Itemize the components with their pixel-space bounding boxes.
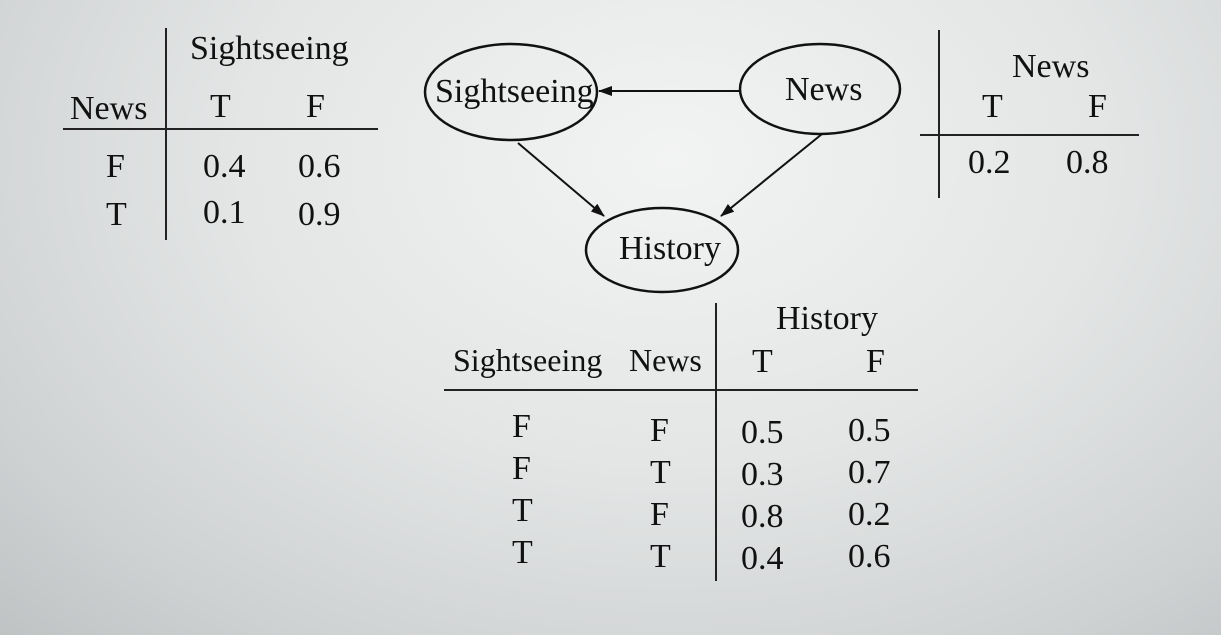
sightseeing-cpt-col-t: T <box>210 88 231 125</box>
history-cpt-col-f: F <box>866 343 885 380</box>
node-sightseeing <box>423 42 599 142</box>
sightseeing-cpt-vrule <box>165 28 167 240</box>
sightseeing-cpt-row-header: News <box>70 90 148 127</box>
history-cpt-row4-f: 0.6 <box>848 538 891 575</box>
history-cpt-hrule <box>444 389 918 391</box>
node-label-sightseeing: Sightseeing <box>435 73 594 110</box>
news-cpt-value-f: 0.8 <box>1066 144 1109 181</box>
news-cpt-value-t: 0.2 <box>968 144 1011 181</box>
news-cpt-hrule <box>920 134 1139 136</box>
edge-sightseeing-history <box>517 142 605 217</box>
history-cpt-header: History <box>776 300 878 337</box>
sightseeing-cpt-row2-news: T <box>106 196 127 233</box>
history-cpt-row3-f: 0.2 <box>848 496 891 533</box>
history-cpt-row1-news: F <box>650 412 669 449</box>
news-cpt-col-t: T <box>982 88 1003 125</box>
sightseeing-cpt-row1-news: F <box>106 148 125 185</box>
node-history <box>584 206 740 294</box>
node-news <box>738 42 902 136</box>
history-cpt-row1-t: 0.5 <box>741 414 784 451</box>
history-cpt-vrule <box>715 303 717 581</box>
history-cpt-row3-t: 0.8 <box>741 498 784 535</box>
sightseeing-cpt-row2-f: 0.9 <box>298 196 341 233</box>
history-cpt-row2-news: T <box>650 454 671 491</box>
history-cpt-row4-news: T <box>650 538 671 575</box>
history-cpt-row2-t: 0.3 <box>741 456 784 493</box>
sightseeing-cpt-header: Sightseeing <box>190 30 349 67</box>
history-cpt-row4-sightseeing: T <box>512 534 533 571</box>
sightseeing-cpt-col-f: F <box>306 88 325 125</box>
history-cpt-row4-t: 0.4 <box>741 540 784 577</box>
history-cpt-row-header-sightseeing: Sightseeing <box>453 342 603 378</box>
history-cpt-row-header-news: News <box>629 342 702 378</box>
news-cpt-header: News <box>1012 48 1090 85</box>
news-cpt-vrule <box>938 30 940 198</box>
sightseeing-cpt-row1-t: 0.4 <box>203 148 246 185</box>
history-cpt-row1-f: 0.5 <box>848 412 891 449</box>
history-cpt-row2-sightseeing: F <box>512 450 531 487</box>
sightseeing-cpt-row1-f: 0.6 <box>298 148 341 185</box>
history-cpt-row3-sightseeing: T <box>512 492 533 529</box>
node-label-history: History <box>619 230 721 267</box>
history-cpt-row1-sightseeing: F <box>512 408 531 445</box>
history-cpt-col-t: T <box>752 343 773 380</box>
edge-news-history <box>720 133 823 217</box>
sightseeing-cpt-hrule <box>63 128 378 130</box>
history-cpt-row3-news: F <box>650 496 669 533</box>
news-cpt-col-f: F <box>1088 88 1107 125</box>
node-label-news: News <box>785 71 863 108</box>
history-cpt-row2-f: 0.7 <box>848 454 891 491</box>
sightseeing-cpt-row2-t: 0.1 <box>203 194 246 231</box>
